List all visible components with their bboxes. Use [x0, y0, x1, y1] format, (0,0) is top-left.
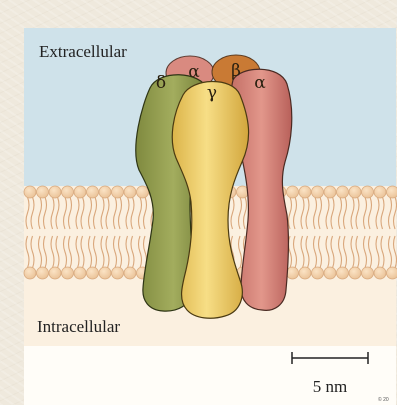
extracellular-label: Extracellular: [39, 42, 127, 61]
scale-area: [24, 346, 396, 405]
credit-text: © 20: [378, 396, 389, 403]
lipid-head: [49, 267, 61, 279]
lipid-head: [24, 267, 36, 279]
lipid-head: [87, 186, 99, 198]
lipid-head: [312, 186, 324, 198]
intracellular-label: Intracellular: [37, 317, 120, 336]
lipid-head: [124, 267, 136, 279]
lipid-head: [49, 186, 61, 198]
lipid-head: [74, 186, 86, 198]
label-delta: δ: [156, 73, 166, 93]
lipid-head: [349, 186, 361, 198]
lipid-head: [299, 267, 311, 279]
label-alpha-right: α: [254, 73, 266, 93]
lipid-head: [337, 267, 349, 279]
lipid-head: [37, 186, 49, 198]
scale-bar-label: 5 nm: [313, 377, 347, 396]
lipid-head: [62, 186, 74, 198]
lipid-head: [287, 186, 299, 198]
lipid-head: [349, 267, 361, 279]
lipid-head: [99, 267, 111, 279]
lipid-head: [287, 267, 299, 279]
lipid-head: [299, 186, 311, 198]
lipid-head: [62, 267, 74, 279]
lipid-head: [312, 267, 324, 279]
lipid-head: [374, 186, 386, 198]
lipid-head: [324, 267, 336, 279]
lipid-head: [362, 267, 374, 279]
lipid-head: [337, 186, 349, 198]
label-alpha-left: α: [188, 62, 200, 82]
lipid-head: [362, 186, 374, 198]
lipid-head: [387, 186, 397, 198]
lipid-head: [387, 267, 397, 279]
lipid-head: [87, 267, 99, 279]
lipid-head: [124, 186, 136, 198]
lipid-head: [137, 186, 149, 198]
lipid-head: [74, 267, 86, 279]
lipid-head: [99, 186, 111, 198]
label-beta: β: [231, 61, 241, 81]
lipid-head: [374, 267, 386, 279]
lipid-head: [112, 186, 124, 198]
lipid-head: [324, 186, 336, 198]
lipid-head: [24, 186, 36, 198]
lipid-head: [112, 267, 124, 279]
lipid-head: [37, 267, 49, 279]
label-gamma: γ: [207, 83, 217, 103]
